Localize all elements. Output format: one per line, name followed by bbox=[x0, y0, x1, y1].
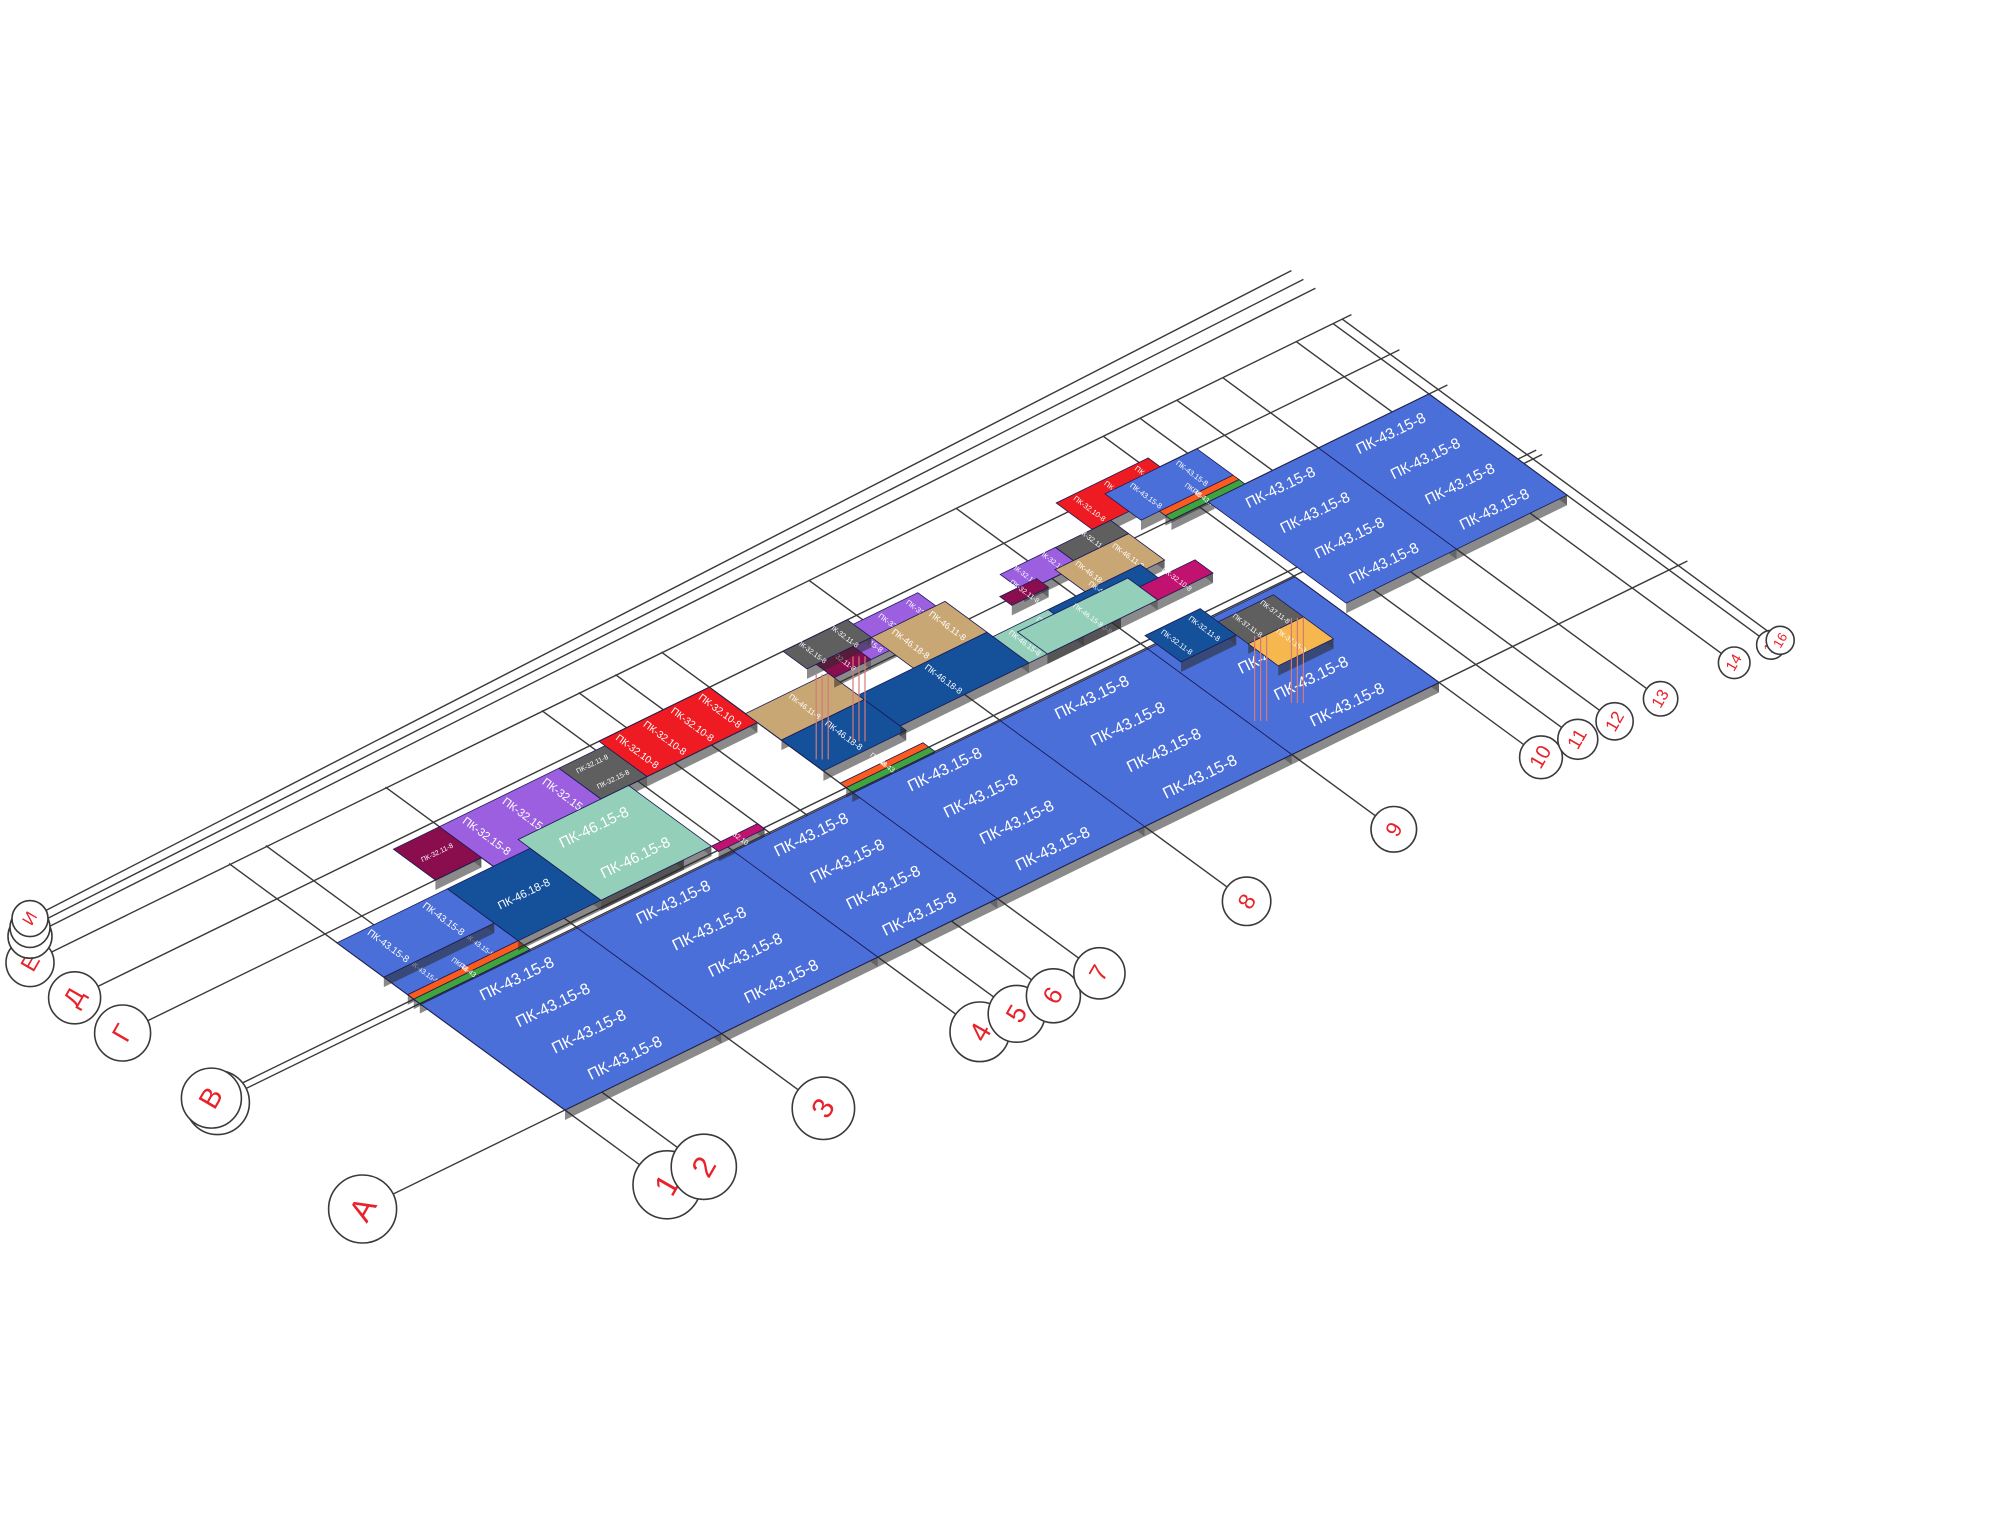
slab-side bbox=[877, 898, 998, 967]
slab-side bbox=[435, 857, 482, 890]
slab-top bbox=[1317, 393, 1568, 550]
axis-bubbles: 12345678910111213141516АБВГДЕЖЛИ bbox=[5, 625, 1795, 1244]
slab: ПК-43.15-8ПК-43.15-8ПК-43.15-8ПК-43.15-8 bbox=[576, 850, 879, 1044]
slab-top bbox=[1139, 559, 1214, 601]
slab: ПК-46.18-8 bbox=[446, 847, 602, 951]
slab: ПК-32.11-8ПК-32.11-8 bbox=[1144, 608, 1237, 672]
axis-line bbox=[29, 269, 1292, 920]
slab-side bbox=[1011, 587, 1049, 616]
axis-line bbox=[29, 287, 1316, 937]
slab-side bbox=[900, 663, 1029, 736]
slab-side bbox=[647, 722, 758, 787]
axis-bubble-circle bbox=[1518, 735, 1564, 780]
columns bbox=[815, 618, 1305, 760]
slab-side bbox=[823, 730, 907, 781]
slab-top bbox=[517, 785, 713, 901]
axis-line bbox=[29, 313, 1352, 964]
axis-bubble-circle bbox=[1717, 646, 1751, 680]
slab-top bbox=[782, 619, 873, 670]
axis-bubble: 3 bbox=[791, 1076, 856, 1141]
slab: ПК-43.15-8ПК-43.15-8ПК-43.15-8ПК-43.15-8 bbox=[1317, 393, 1568, 560]
slab-side bbox=[1346, 549, 1457, 614]
slab-top bbox=[1016, 577, 1159, 655]
axis-bubble: Г bbox=[93, 1004, 152, 1062]
slab-side bbox=[721, 957, 878, 1044]
axis-bubble: А bbox=[327, 1174, 398, 1244]
axis-bubble: И bbox=[11, 899, 49, 938]
axis-bubble: 6 bbox=[1025, 967, 1082, 1024]
slab-side bbox=[1291, 682, 1439, 765]
axis-bubble-circle bbox=[1595, 701, 1635, 741]
slab: ПК-46.15-8 bbox=[1016, 577, 1159, 664]
slab: ПК-43.15-8ПК-43.15-8ПК-43.15-8ПК-43.15-8 bbox=[420, 927, 723, 1120]
axis-bubble-circle bbox=[47, 970, 102, 1025]
axis-line bbox=[1341, 318, 1781, 641]
slab-side bbox=[1456, 495, 1567, 560]
axis-bubble: 11 bbox=[1557, 718, 1599, 761]
slab: ПК-43.15-8ПК-43.15-8ПК-43.15-8ПК-43.15-8 bbox=[1207, 447, 1458, 614]
axis-bubble-circle bbox=[670, 1133, 738, 1201]
axis-line bbox=[29, 278, 1304, 929]
axis-bubble: Д bbox=[47, 970, 102, 1025]
slab-side bbox=[807, 637, 872, 679]
axis-bubble: 13 bbox=[1642, 680, 1679, 717]
slab-top bbox=[999, 578, 1050, 606]
slab-top bbox=[1144, 608, 1237, 663]
slab-top bbox=[710, 823, 766, 852]
axis-bubble-label: 16 bbox=[1770, 630, 1790, 650]
slab: ПК-46.18-8 bbox=[857, 631, 1030, 736]
axis-bubble: 7 bbox=[1073, 946, 1126, 1000]
axis-bubble: 8 bbox=[1221, 876, 1272, 927]
slab-top bbox=[598, 686, 759, 777]
axis-bubble: 10 bbox=[1518, 735, 1564, 780]
slab-top bbox=[857, 631, 1030, 727]
slab-side bbox=[718, 829, 765, 862]
axis-bubble: 16 bbox=[1765, 625, 1795, 656]
slab-side bbox=[997, 826, 1145, 909]
slab-top bbox=[845, 746, 936, 793]
axis-bubble-circle bbox=[1073, 946, 1126, 1000]
slab: ПК-43.15-8ПК-43.15-8ПК-43.15-8ПК-43.15-8 bbox=[733, 792, 999, 967]
slab-side bbox=[518, 900, 601, 951]
axis-bubble-circle bbox=[1557, 718, 1599, 761]
axis-bubble: 14 bbox=[1717, 646, 1751, 680]
slab-side bbox=[565, 1033, 722, 1120]
slab-side bbox=[1181, 635, 1237, 672]
axis-bubble-label: 14 bbox=[1723, 651, 1746, 674]
slab-side bbox=[1144, 754, 1292, 837]
axis-bubble-circle bbox=[1370, 805, 1418, 853]
axis-bubble-circle bbox=[93, 1004, 152, 1062]
axis-bubble: 9 bbox=[1370, 805, 1418, 853]
slab: ПК-46.18-8 bbox=[780, 699, 907, 781]
slab: ПК-43.15-8ПК-43.15-8 bbox=[336, 888, 495, 988]
axis-bubble-circle bbox=[327, 1174, 398, 1244]
axis-bubble: 12 bbox=[1595, 701, 1635, 741]
slab-side bbox=[383, 923, 495, 988]
axis-bubble: В bbox=[180, 1067, 243, 1129]
axis-bubble-circle bbox=[1221, 876, 1272, 927]
axis-bubble-circle bbox=[791, 1076, 856, 1141]
axis-bubble-circle bbox=[1765, 625, 1795, 656]
axis-bubble-circle bbox=[11, 899, 49, 938]
axis-bubble-circle bbox=[1025, 967, 1082, 1024]
axis-bubble-circle bbox=[180, 1067, 243, 1129]
axis-bubble: 2 bbox=[670, 1133, 738, 1201]
floor-slabs: ПК-43.15-8ПК-43.15-8ПК-43.15-8ПК-43.15-8… bbox=[336, 393, 1568, 1120]
slab: ПК-32.10-8 bbox=[1139, 559, 1214, 610]
axis-bubble-circle bbox=[1642, 680, 1679, 717]
slab: ПК-32.15-8ПК-32.11-8 bbox=[782, 619, 873, 679]
slab: ПК-43.15-8ПК-43.15-8ПК-43.15-8ПК-43.15-8 bbox=[852, 720, 1146, 909]
slab-side bbox=[601, 846, 712, 911]
slab: ПК-32.11-8 bbox=[392, 826, 483, 890]
slab-side bbox=[1157, 573, 1213, 610]
slab-side bbox=[1047, 600, 1158, 664]
